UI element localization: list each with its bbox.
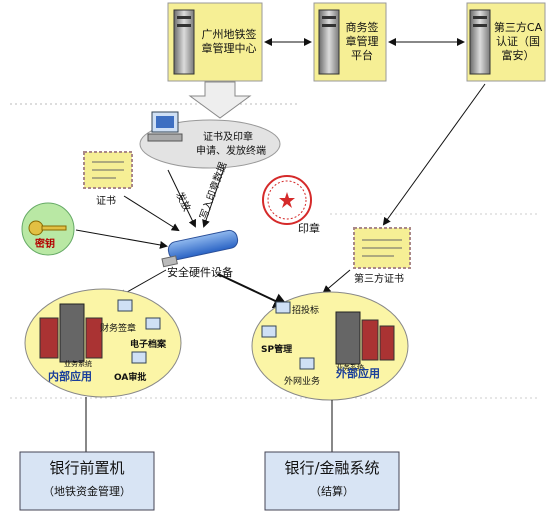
ca-label: 第三方CA认证（国富安） [493,21,543,62]
server-icon [318,9,340,75]
computer-icon [145,317,161,330]
third-cert-label: 第三方证书 [354,272,404,285]
bidding-label: 招投标 [292,304,319,316]
device-label: 安全硬件设备 [167,265,233,279]
certificate-icon [83,151,133,189]
usb-key-icon [161,229,239,268]
cert-to-external-arrow [322,269,351,294]
write-seal-label: 写入印章数据 [197,160,230,221]
external-apps-ellipse [251,291,409,401]
bank-fin-box [264,451,400,511]
device-to-external-arrow [217,273,290,309]
cert-to-device-arrow [123,195,180,232]
finance-label: 财务签章 [100,322,136,334]
bank-fin-sub: （结算） [310,485,354,498]
key-label: 密钥 [35,237,55,250]
terminal-line1: 证书及印章 [203,130,253,143]
computer-icon [261,325,277,338]
issue-arrow [167,169,196,228]
seal-label: 印章 [298,221,320,235]
key-icon [28,220,67,236]
terminal-line2: 申请、发放终端 [196,144,266,157]
oa-label: OA审批 [114,371,146,383]
archive-label: 电子档案 [130,338,167,350]
computer-icon [131,351,147,364]
external-title: 外部应用 [335,366,380,380]
sp-label: SP管理 [261,343,292,355]
third-party-certificate-icon [353,227,411,269]
internal-system-label: 业务系统 [64,359,92,368]
computer-icon [117,299,133,312]
bank-front-box [19,451,155,511]
issue-label: 发放 [173,190,193,214]
external-system-label: 业务系统 [336,363,364,372]
bank-fin-title: 银行/金融系统 [284,458,380,477]
seal-icon [262,175,312,225]
extnet-label: 外网业务 [284,375,320,387]
down-hollow-arrow [188,81,252,119]
computer-icon [147,111,183,142]
business-platform-label: 商务签章管理平台 [345,21,379,62]
computer-icon [299,357,315,370]
server-icon [469,9,491,75]
computer-icon [275,301,291,314]
cert-label: 证书 [96,195,116,207]
ca-to-cert-arrow [382,83,486,226]
internal-title: 内部应用 [48,369,92,383]
gz-center-label: 广州地铁签章管理中心 [201,28,257,55]
server-rack-icon [39,303,103,363]
server-icon [173,9,195,75]
server-rack-icon [335,311,395,365]
key-to-device-arrow [75,229,168,249]
bank-front-sub: （地铁资金管理） [43,485,131,498]
bank-front-title: 银行前置机 [49,458,125,477]
write-seal-arrow [202,167,225,228]
